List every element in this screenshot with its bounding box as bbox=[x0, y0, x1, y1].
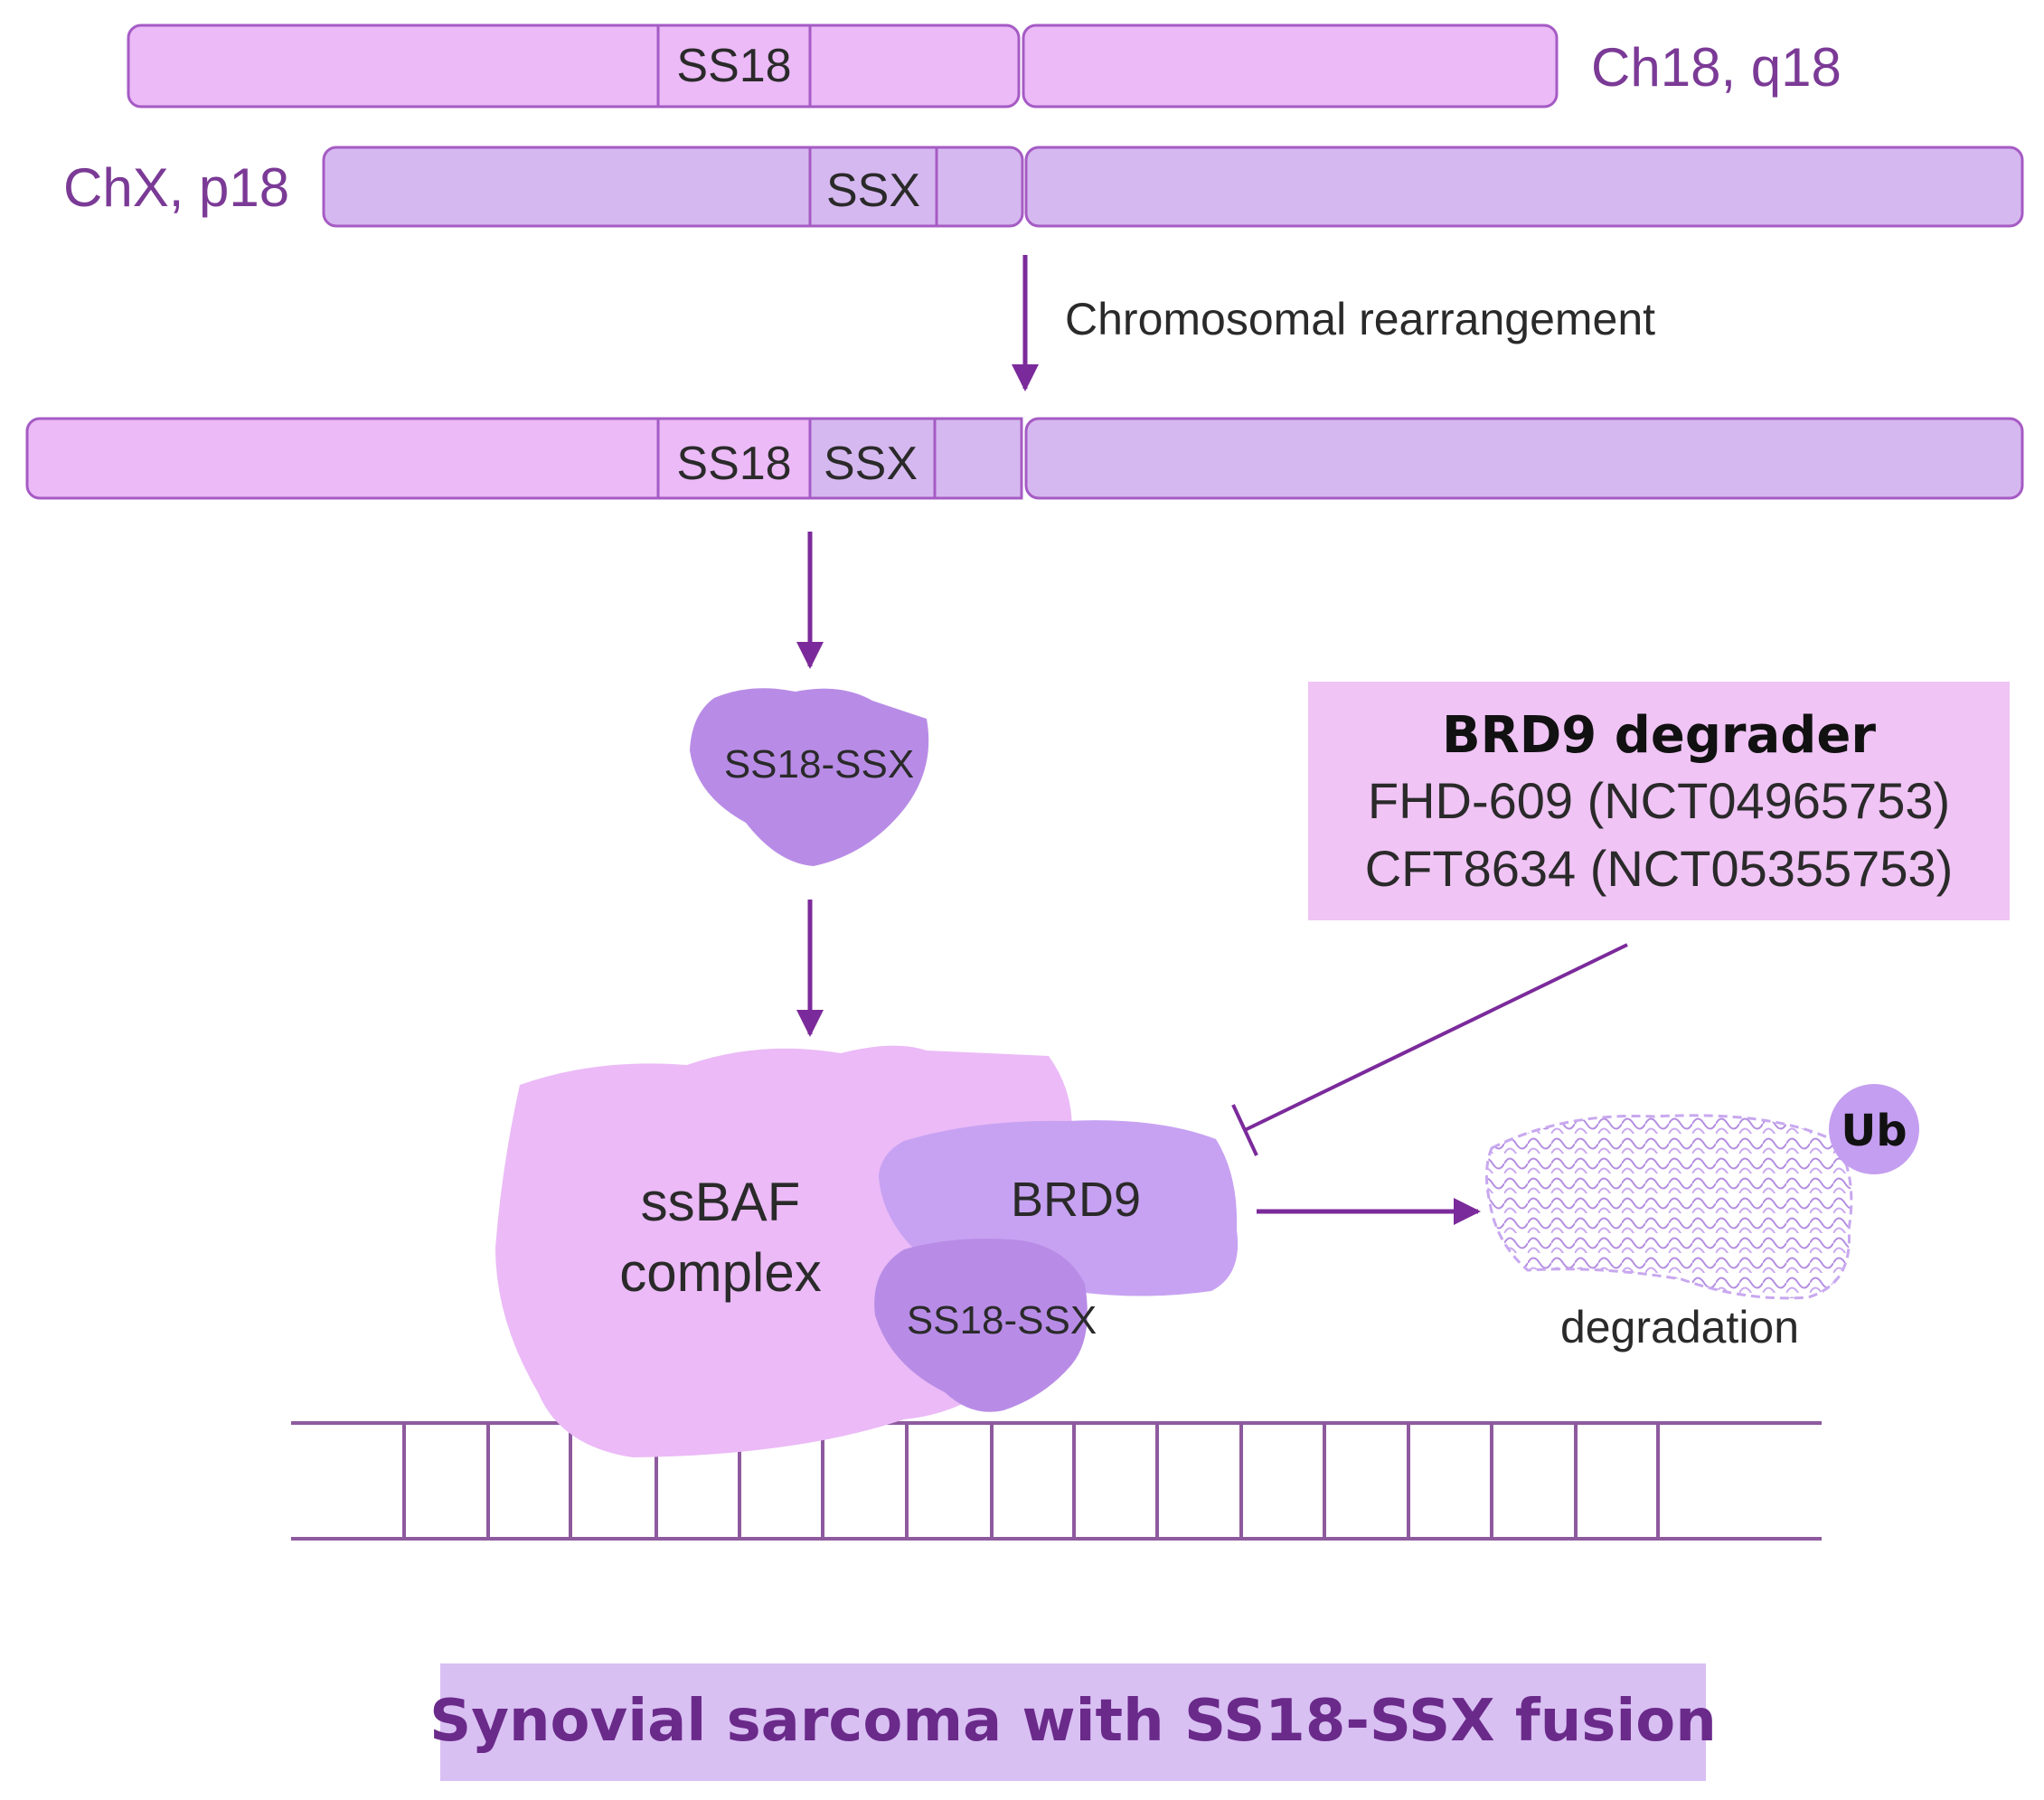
degraded-protein bbox=[1485, 1114, 1853, 1300]
inhibition-line bbox=[1231, 943, 1628, 1156]
brd9-label: BRD9 bbox=[1011, 1173, 1141, 1227]
ch18-label: Ch18, q18 bbox=[1591, 37, 1841, 98]
degrader-title: BRD9 degrader bbox=[1442, 706, 1876, 765]
chromosome-x: SSX bbox=[322, 146, 2024, 228]
title-banner: Synovial sarcoma with SS18-SSX fusion bbox=[429, 1663, 1717, 1781]
degrader-drug-1: FHD-609 (NCT04965753) bbox=[1368, 772, 1950, 829]
ssx-segment-label: SSX bbox=[826, 165, 920, 217]
degrader-drug-2: CFT8634 (NCT05355753) bbox=[1365, 840, 1954, 897]
ssbaf-line2: complex bbox=[619, 1242, 821, 1303]
chromosome-18: SS18 bbox=[127, 24, 1559, 108]
ss18-ssx-in-complex: SS18-SSX bbox=[874, 1238, 1097, 1412]
protein-label: SS18-SSX bbox=[724, 742, 914, 787]
chx-label: ChX, p18 bbox=[63, 157, 289, 218]
ss18-ssx-protein: SS18-SSX bbox=[690, 688, 929, 866]
ssbaf-line1: ssBAF bbox=[641, 1172, 801, 1232]
degradation-label: degradation bbox=[1560, 1302, 1799, 1352]
degrader-box: BRD9 degrader FHD-609 (NCT04965753) CFT8… bbox=[1308, 682, 2010, 920]
fusion-ssx-label: SSX bbox=[824, 438, 918, 490]
rearrangement-label: Chromosomal rearrangement bbox=[1065, 294, 1655, 344]
banner-title: Synovial sarcoma with SS18-SSX fusion bbox=[429, 1688, 1717, 1755]
fusion-chromosome: SS18 SSX bbox=[25, 417, 2024, 500]
complex-fusion-label: SS18-SSX bbox=[907, 1298, 1097, 1343]
ss18-segment-label: SS18 bbox=[676, 40, 791, 92]
fusion-ss18-label: SS18 bbox=[676, 438, 791, 490]
ub-label: Ub bbox=[1841, 1106, 1907, 1156]
dna-ladder bbox=[291, 1421, 1822, 1541]
ubiquitin-badge: Ub bbox=[1829, 1084, 1919, 1174]
